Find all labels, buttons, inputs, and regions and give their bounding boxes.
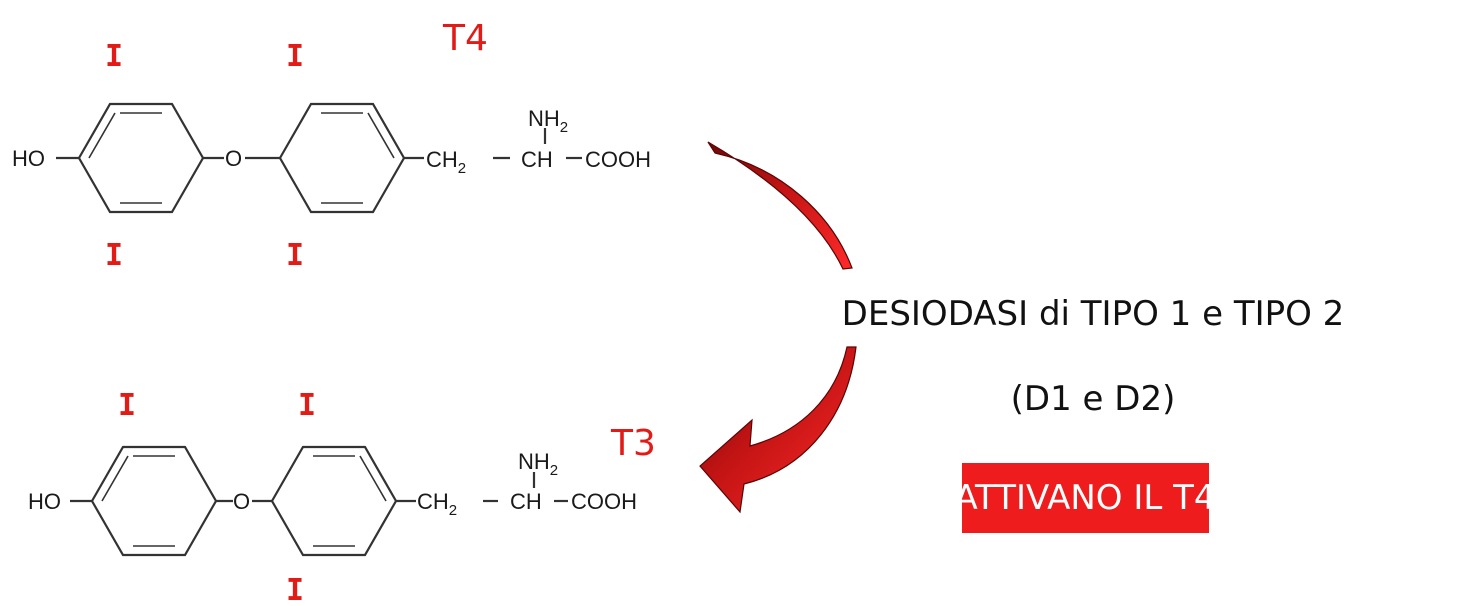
phenol-ring-t3 <box>90 445 218 557</box>
ch-label: CH <box>521 147 553 172</box>
iodine-atom: I <box>105 238 123 273</box>
ch2-label: CH2 <box>426 147 466 177</box>
ch-label: CH <box>510 489 542 514</box>
conversion-arrow <box>699 141 857 514</box>
carboxyl-label: COOH <box>571 489 637 514</box>
activation-badge: ATTIVANO IL T4 <box>954 463 1216 533</box>
tyrosyl-ring-t3 <box>270 445 398 557</box>
iodine-atom: I <box>118 388 136 423</box>
molecule-t3: HO O CH2 CH NH2 COOH I I I T3 <box>28 388 656 606</box>
ether-oxygen-label: O <box>233 489 250 514</box>
ether-oxygen-label: O <box>225 146 242 171</box>
iodine-atom: I <box>105 39 123 74</box>
tyrosyl-ring-t4 <box>278 102 406 214</box>
amine-label: NH2 <box>518 449 558 479</box>
enzyme-name: DESIODASI di TIPO 1 e TIPO 2 <box>842 294 1345 334</box>
hydroxyl-label: HO <box>12 146 45 171</box>
phenol-ring-t4 <box>77 102 205 214</box>
iodine-atom: I <box>298 388 316 423</box>
iodine-atom: I <box>286 39 304 74</box>
badge-text: ATTIVANO IL T4 <box>954 478 1215 518</box>
t4-label: T4 <box>442 18 488 59</box>
enzyme-abbrev: (D1 e D2) <box>1011 379 1176 419</box>
ch2-label: CH2 <box>417 489 457 519</box>
t3-label: T3 <box>610 423 656 464</box>
molecule-t4: HO O CH2 CH NH2 COOH I I I I T4 <box>12 18 651 273</box>
carboxyl-label: COOH <box>585 147 651 172</box>
hydroxyl-label: HO <box>28 489 61 514</box>
badge-background <box>962 463 1209 533</box>
amine-label: NH2 <box>528 106 568 136</box>
iodine-atom: I <box>286 238 304 273</box>
iodine-atom: I <box>286 573 304 606</box>
